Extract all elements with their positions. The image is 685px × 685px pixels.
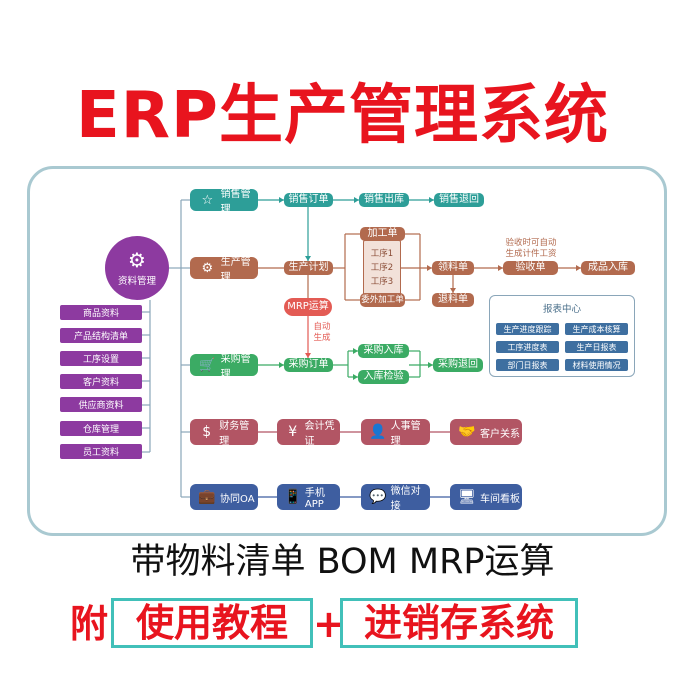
purchase-inbound-node[interactable]: 采购入库 [358, 344, 409, 358]
side-item-warehouse[interactable]: 仓库管理 [60, 421, 142, 436]
report-item[interactable]: 工序进度表 [496, 341, 559, 353]
workshop-board-label: 车间看板 [480, 493, 520, 505]
side-item-suppliers[interactable]: 供应商资料 [60, 397, 142, 412]
user-icon: 👤 [369, 424, 387, 440]
monitor-icon: 🖥 [458, 489, 476, 505]
bottom-plus: + [313, 602, 345, 646]
category-finance-label: 财务管理 [219, 421, 250, 447]
purchase-return-node[interactable]: 采购退回 [433, 358, 483, 372]
crm-label: 客户关系 [480, 428, 520, 440]
wechat-label: 微信对接 [390, 486, 421, 512]
workshop-board-node[interactable]: 🖥 车间看板 [450, 484, 522, 510]
star-icon: ☆ [201, 192, 214, 208]
material-return-node[interactable]: 退料单 [432, 293, 474, 307]
category-production-label: 生产管理 [220, 257, 251, 283]
production-plan-node[interactable]: 生产计划 [284, 261, 333, 275]
processing-order-node[interactable]: 加工单 [360, 227, 405, 241]
crm-node[interactable]: 🤝 客户关系 [450, 419, 522, 445]
hub-label: 资料管理 [117, 275, 156, 287]
tutorial-badge: 使用教程 [111, 598, 313, 648]
accounting-voucher-label: 会计凭证 [304, 421, 335, 447]
phone-icon: 📱 [284, 489, 302, 505]
acceptance-node[interactable]: 验收单 [503, 261, 558, 275]
briefcase-icon: 💼 [198, 489, 216, 505]
side-item-process[interactable]: 工序设置 [60, 351, 142, 366]
category-oa-label: 协同OA [220, 493, 255, 505]
report-center-title: 报表中心 [542, 304, 581, 315]
mrp-node[interactable]: MRP运算 [284, 298, 332, 316]
report-item[interactable]: 生产进度跟踪 [496, 323, 559, 335]
inventory-system-badge: 进销存系统 [340, 598, 578, 648]
cart-icon: 🛒 [199, 357, 216, 373]
report-center: 报表中心 生产进度跟踪 生产成本核算 工序进度表 生产日报表 部门日报表 材料使… [489, 295, 635, 377]
report-item[interactable]: 部门日报表 [496, 359, 559, 371]
gear-icon: ⚙ [201, 260, 214, 276]
bottom-banner: 附 使用教程 + 进销存系统 [0, 596, 685, 654]
report-item[interactable]: 生产成本核算 [565, 323, 628, 335]
category-production[interactable]: ⚙ 生产管理 [190, 257, 258, 283]
category-sales-label: 销售管理 [220, 189, 251, 215]
process-step-3: 工序3 [370, 277, 394, 287]
purchase-order-node[interactable]: 采购订单 [284, 358, 333, 372]
category-finance[interactable]: $ 财务管理 [190, 419, 258, 447]
side-item-customers[interactable]: 客户资料 [60, 374, 142, 389]
report-item[interactable]: 材料使用情况 [565, 359, 628, 371]
hr-management-node[interactable]: 👤 人事管理 [361, 419, 430, 447]
wage-note: 验收时可自动 生成计件工资 [505, 238, 557, 259]
process-steps-box: 工序1 工序2 工序3 [363, 240, 401, 298]
side-item-bom[interactable]: 产品结构清单 [60, 328, 142, 343]
side-item-products[interactable]: 商品资料 [60, 305, 142, 320]
process-step-1: 工序1 [370, 249, 394, 259]
finished-inbound-node[interactable]: 成品入库 [581, 261, 635, 275]
inbound-inspection-node[interactable]: 入库检验 [358, 370, 409, 384]
sales-order-node[interactable]: 销售订单 [284, 193, 333, 207]
bottom-prefix: 附 [70, 602, 109, 646]
gear-icon: ⚙ [128, 247, 146, 272]
subtitle: 带物料清单 BOM MRP运算 [130, 542, 555, 582]
page-title: ERP生产管理系统 [76, 79, 609, 153]
category-sales[interactable]: ☆ 销售管理 [190, 189, 258, 215]
category-purchase[interactable]: 🛒 采购管理 [190, 354, 258, 380]
report-item[interactable]: 生产日报表 [565, 341, 628, 353]
sales-outbound-node[interactable]: 销售出库 [359, 193, 409, 207]
accounting-voucher-node[interactable]: ¥ 会计凭证 [277, 419, 340, 447]
material-pick-node[interactable]: 领料单 [432, 261, 474, 275]
dollar-icon: $ [202, 424, 212, 440]
category-oa[interactable]: 💼 协同OA [190, 484, 258, 510]
category-purchase-label: 采购管理 [220, 354, 251, 380]
outsource-order-node[interactable]: 委外加工单 [360, 293, 405, 307]
wechat-node[interactable]: 💬 微信对接 [361, 484, 430, 512]
chat-icon: 💬 [369, 489, 387, 505]
sales-return-node[interactable]: 销售退回 [434, 193, 484, 207]
side-item-employees[interactable]: 员工资料 [60, 444, 142, 459]
yen-icon: ¥ [288, 424, 298, 440]
mobile-app-label: 手机APP [304, 488, 325, 510]
hr-management-label: 人事管理 [390, 421, 421, 447]
auto-generate-note: 自动 生成 [313, 322, 331, 343]
data-management-hub[interactable]: ⚙ 资料管理 [105, 236, 169, 300]
process-step-2: 工序2 [370, 263, 394, 273]
mobile-app-node[interactable]: 📱 手机APP [277, 484, 340, 510]
handshake-icon: 🤝 [458, 424, 476, 440]
